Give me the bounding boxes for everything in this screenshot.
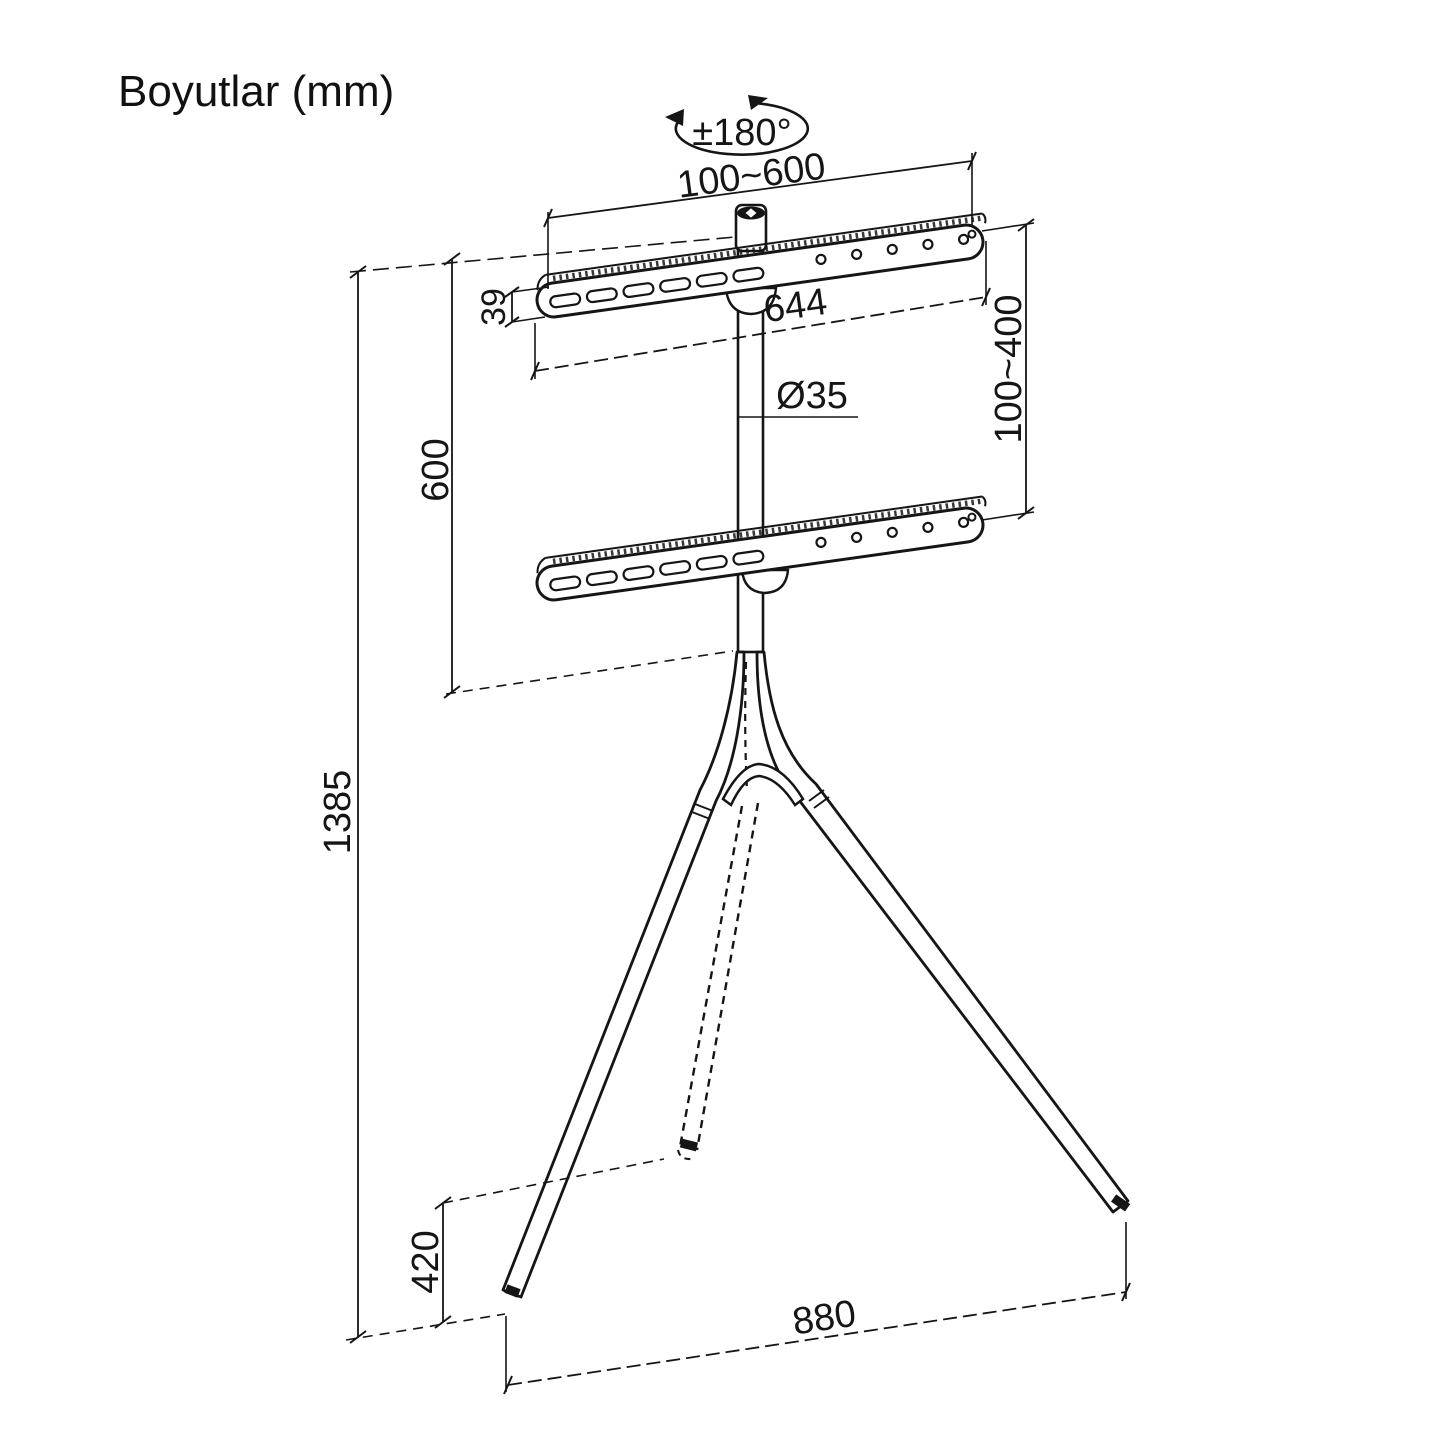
rotation-range-label: ±180° xyxy=(692,112,791,154)
dim-total-height: 1385 xyxy=(317,770,359,855)
dim-bracket-length: 644 xyxy=(761,281,830,331)
dim-upper-pole-height: 600 xyxy=(415,438,457,501)
junction-arch xyxy=(721,762,805,807)
dimension-ticks xyxy=(349,151,1131,1395)
rotation-arrowhead-left xyxy=(665,109,684,126)
rear-foot-cap xyxy=(679,1138,699,1152)
dimline-vesa-width xyxy=(547,160,973,219)
left-foot-cap xyxy=(504,1284,521,1298)
ext-bracket-thickness xyxy=(511,286,550,323)
ext-base-width xyxy=(505,1222,1127,1392)
tripod-left-leg xyxy=(501,650,746,1299)
dim-base-width: 880 xyxy=(790,1293,859,1344)
dimline-bracket-length xyxy=(534,296,987,372)
upper-pole-collar xyxy=(724,286,778,316)
dim-pole-diameter: Ø35 xyxy=(776,375,848,417)
tripod-right-leg xyxy=(755,650,1131,1214)
drawing-title: Boyutlar (mm) xyxy=(118,67,394,116)
dimline-base-width xyxy=(507,1291,1127,1386)
ground-line xyxy=(345,1313,506,1341)
dimension-lines xyxy=(345,151,1131,1395)
pole-top-cap xyxy=(734,203,768,253)
right-leg-joint xyxy=(808,789,830,809)
dim-rear-leg-clearance: 420 xyxy=(405,1230,447,1293)
ext-upper-pole-bottom xyxy=(445,650,734,695)
ext-vesa-width xyxy=(547,153,973,289)
dim-vesa-width: 100~600 xyxy=(675,145,828,206)
dim-bracket-thickness: 39 xyxy=(475,288,513,326)
rotation-arrowhead-right xyxy=(748,95,768,110)
rotation-arrow xyxy=(665,95,810,156)
right-foot-cap xyxy=(1111,1194,1131,1212)
dim-vesa-height: 100~400 xyxy=(988,295,1030,444)
lower-pole-collar xyxy=(740,568,790,595)
left-leg-joint xyxy=(691,803,714,820)
tripod-rear-leg xyxy=(677,661,760,1161)
ext-rear-leg xyxy=(442,1158,665,1204)
ext-total-height-top xyxy=(349,236,736,273)
